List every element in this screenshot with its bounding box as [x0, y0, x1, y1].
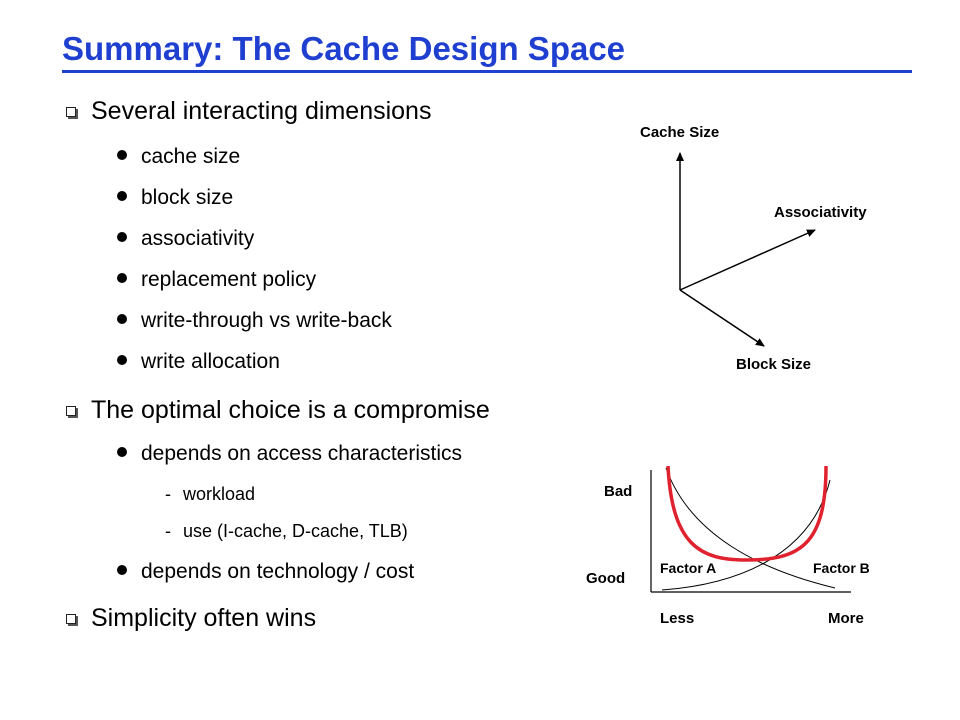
bullet-level2: depends on access characteristics	[117, 442, 462, 466]
factor-b-curve	[661, 479, 831, 591]
dot-bullet-icon	[117, 314, 127, 324]
tradeoff-diagram: Bad Good Factor A Factor B Less More	[586, 465, 870, 627]
good-label: Good	[586, 570, 625, 587]
dot-bullet-icon	[117, 355, 127, 365]
dot-bullet-icon	[117, 565, 127, 575]
bullet-text: workload	[183, 484, 256, 504]
less-label: Less	[660, 610, 694, 627]
more-label: More	[828, 610, 864, 627]
bullet-text: block size	[141, 186, 234, 209]
bullet-level2: replacement policy	[117, 268, 316, 292]
dot-bullet-icon	[117, 447, 127, 457]
bullet-text: replacement policy	[141, 268, 317, 291]
square-bullet-icon	[66, 614, 76, 624]
dot-bullet-icon	[117, 150, 127, 160]
bullet-level2: cache size	[117, 145, 240, 169]
bullet-level2: write allocation	[117, 350, 280, 374]
bullet-level2: associativity	[117, 227, 254, 251]
bullet-level3: -workload	[165, 484, 255, 505]
dash-bullet-icon: -	[165, 521, 171, 541]
bullet-text: depends on access characteristics	[141, 442, 462, 465]
bullet-text: Several interacting dimensions	[91, 97, 432, 125]
dash-bullet-icon: -	[165, 484, 171, 504]
block-size-label: Block Size	[736, 356, 811, 373]
title-underline	[62, 70, 912, 73]
factor-a-label: Factor A	[660, 560, 716, 576]
slide-title: Summary: The Cache Design Space	[62, 30, 626, 67]
dot-bullet-icon	[117, 232, 127, 242]
factor-b-label: Factor B	[813, 560, 870, 576]
factor-a-curve	[665, 467, 836, 589]
cache-size-label: Cache Size	[640, 124, 719, 141]
block-size-axis	[679, 289, 765, 347]
bullet-text: The optimal choice is a compromise	[91, 396, 490, 424]
bullet-text: write-through vs write-back	[141, 309, 392, 332]
square-bullet-icon	[66, 107, 76, 117]
bullet-text: write allocation	[141, 350, 280, 373]
bullet-level3: -use (I-cache, D-cache, TLB)	[165, 521, 408, 542]
bullet-level1: The optimal choice is a compromise	[66, 396, 490, 425]
bullet-level2: depends on technology / cost	[117, 560, 414, 584]
bullet-text: depends on technology / cost	[141, 560, 415, 583]
associativity-axis	[679, 229, 816, 291]
dot-bullet-icon	[117, 191, 127, 201]
bullet-level2: write-through vs write-back	[117, 309, 392, 333]
bullet-level1: Simplicity often wins	[66, 604, 316, 633]
design-space-axes-diagram: Cache Size Associativity Block Size	[640, 124, 867, 373]
bullet-level1: Several interacting dimensions	[66, 97, 431, 126]
associativity-label: Associativity	[774, 204, 867, 221]
bullet-text: Simplicity often wins	[91, 604, 317, 632]
bad-label: Bad	[604, 483, 632, 500]
bullet-level2: block size	[117, 186, 233, 210]
dot-bullet-icon	[117, 273, 127, 283]
combined-cost-curve	[666, 465, 828, 562]
bullet-text: cache size	[141, 145, 241, 168]
square-bullet-icon	[66, 406, 76, 416]
bullet-text: associativity	[141, 227, 255, 250]
bullet-text: use (I-cache, D-cache, TLB)	[183, 521, 408, 541]
